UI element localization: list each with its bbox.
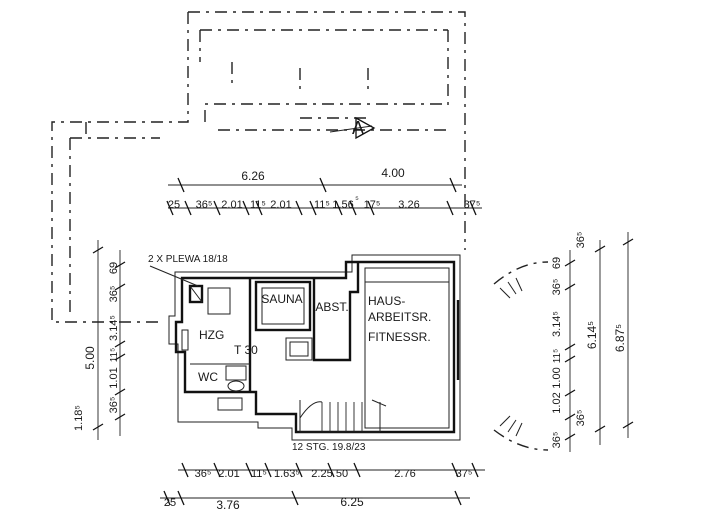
dim-bottom-2: 2.01 [218, 468, 239, 480]
dim-top-1: 25 [168, 199, 180, 211]
dim-right-3: 36⁵ [551, 279, 563, 296]
dim-top-11: 37⁵ [464, 199, 481, 211]
dim-right-5: 11⁵ [552, 349, 563, 364]
dim-right-9: 36⁵ [551, 432, 563, 449]
dim-right-6: 1.00 [551, 367, 563, 388]
bottom-dimensions: 36⁵ 2.01 11⁵ 1.63⁵ 2.25 50 2.76 37⁵ 25 3… [160, 462, 485, 512]
section-marker-label: A [352, 118, 364, 138]
note-stairs: 12 STG. 19.8/23 [292, 442, 366, 453]
dim-right-8: 36⁵ [575, 410, 587, 427]
dim-top-overall-left: 6.26 [241, 169, 265, 183]
dim-top-3: 2.01 [221, 199, 242, 211]
dim-top-2: 36⁵ [196, 199, 213, 211]
room-haus-line1: HAUS- [368, 294, 405, 308]
room-wc: WC [198, 370, 218, 384]
room-abst: ABST. [315, 300, 348, 314]
dim-bottom-o3: 6.25 [340, 495, 364, 509]
door-t30: T 30 [234, 343, 258, 357]
dim-bottom-6: 50 [336, 468, 348, 480]
dim-left-4: 11⁵ [109, 348, 120, 363]
dim-bottom-o1: 25 [164, 497, 176, 509]
dim-bottom-4: 1.63⁵ [274, 468, 300, 480]
dim-right-overall: 6.87⁵ [613, 324, 627, 352]
dim-bottom-7: 2.76 [394, 468, 415, 480]
dim-right-2: 69 [551, 257, 563, 269]
top-dimensions: 6.26 4.00 25 36⁵ 2.01 11⁵ 2.01 11⁵ 1.56 … [166, 166, 482, 216]
room-haus-line3: FITNESSR. [368, 330, 431, 344]
dim-bottom-3: 11⁵ [251, 468, 267, 480]
dim-left-3: 3.14⁵ [108, 315, 120, 341]
dim-top-8: ⁵ [355, 194, 359, 204]
dim-left-6: 36⁵ [108, 397, 120, 414]
dim-top-10: 3.26 [398, 199, 419, 211]
dim-left-7: 1.18⁵ [73, 405, 85, 431]
notes: 2 X PLEWA 18/18 12 STG. 19.8/23 [148, 254, 366, 453]
dim-top-9: 17⁵ [364, 199, 381, 211]
basement-walls [168, 254, 461, 441]
room-labels: SAUNA ABST. HAUS- ARBEITSR. FITNESSR. HZ… [198, 292, 431, 384]
dim-top-4: 11⁵ [250, 199, 266, 211]
room-hzg: HZG [199, 328, 224, 342]
dim-top-7: 1.56 [332, 199, 353, 211]
dim-left-overall: 5.00 [83, 346, 97, 370]
dim-top-6: 11⁵ [314, 199, 330, 211]
dim-bottom-o2: 3.76 [216, 498, 240, 512]
right-dimensions: 36⁵ 69 36⁵ 3.14⁵ 11⁵ 1.00 1.02 36⁵ 36⁵ 6… [551, 232, 634, 452]
left-dimensions: 69 36⁵ 3.14⁵ 11⁵ 1.01 36⁵ 1.18⁵ 5.00 [73, 240, 126, 440]
note-plewa: 2 X PLEWA 18/18 [148, 254, 228, 265]
dim-right-1: 36⁵ [575, 232, 587, 249]
dim-bottom-5: 2.25 [311, 468, 332, 480]
dim-bottom-8: 37⁵ [456, 468, 473, 480]
dim-top-overall-right: 4.00 [381, 166, 405, 180]
dim-left-2: 36⁵ [108, 286, 120, 303]
dim-left-1: 69 [108, 262, 120, 274]
dim-right-7: 1.02 [551, 392, 563, 413]
room-sauna: SAUNA [261, 292, 302, 306]
dim-right-4: 3.14⁵ [551, 311, 563, 337]
room-haus-line2: ARBEITSR. [368, 310, 431, 324]
dim-left-5: 1.01 [108, 367, 120, 388]
dim-bottom-1: 36⁵ [195, 468, 212, 480]
dim-right-mid: 6.14⁵ [585, 321, 599, 349]
dim-top-5: 2.01 [270, 199, 291, 211]
section-marker-a: A [329, 116, 376, 140]
upper-floor-outline [51, 11, 466, 323]
spiral-stair-outline [493, 261, 549, 451]
